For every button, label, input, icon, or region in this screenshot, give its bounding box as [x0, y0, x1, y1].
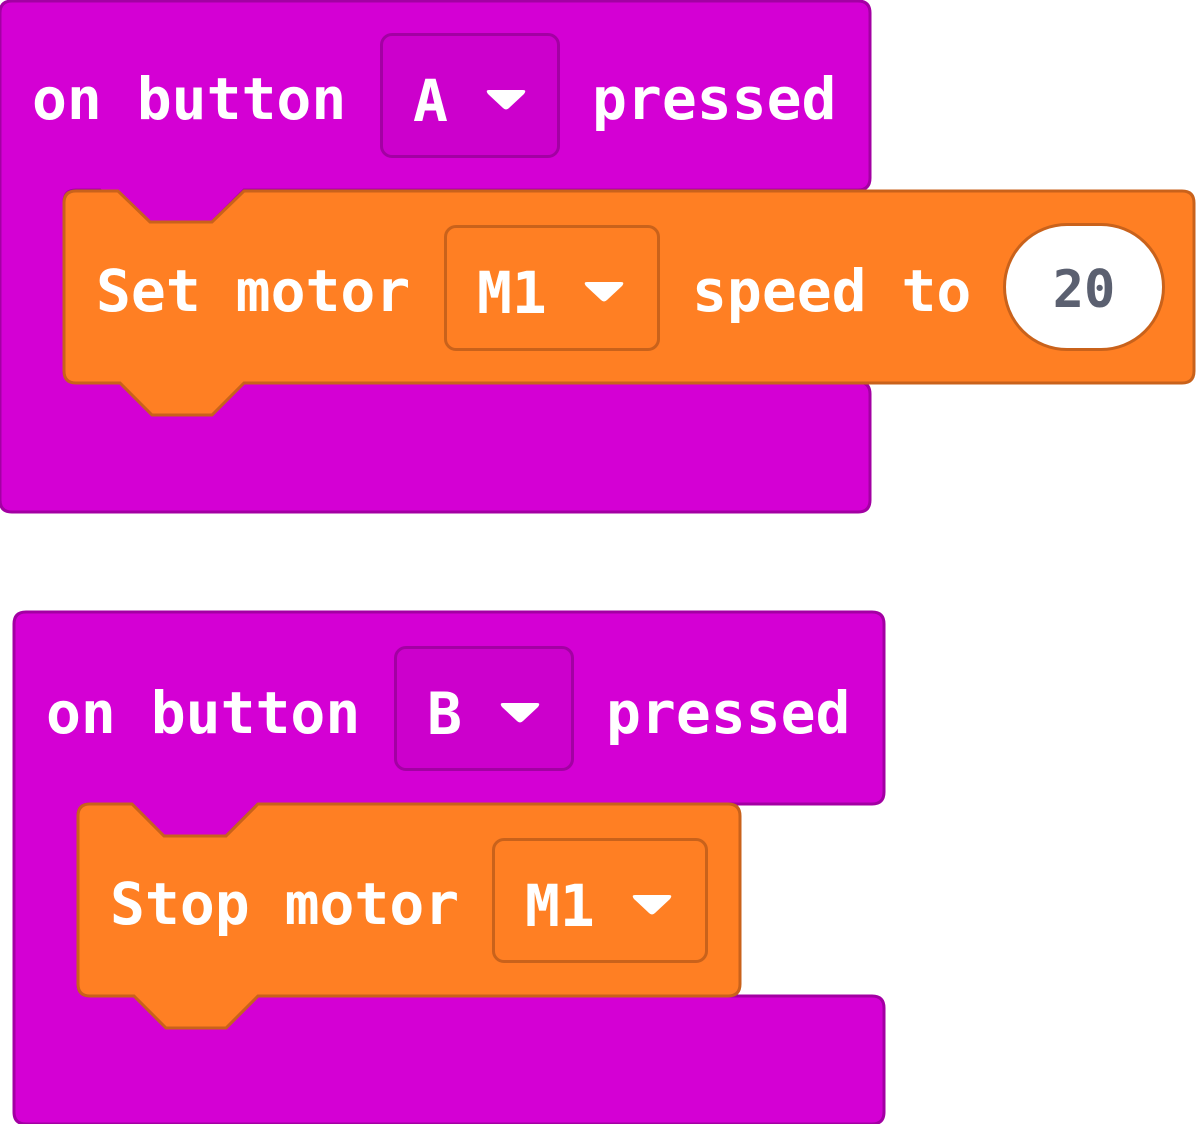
motor-dropdown-value: M1	[525, 872, 595, 940]
button-dropdown[interactable]: B	[394, 646, 574, 771]
button-dropdown-value: A	[413, 67, 448, 135]
button-dropdown-value: B	[427, 680, 462, 748]
speed-input-value: 20	[1052, 260, 1116, 320]
chevron-down-icon	[584, 282, 624, 302]
chevron-down-icon	[486, 90, 526, 110]
chevron-down-icon	[500, 703, 540, 723]
motor-dropdown-value: M1	[477, 259, 547, 327]
stop-motor-label: Stop motor	[110, 870, 460, 938]
button-dropdown[interactable]: A	[380, 33, 560, 158]
speed-to-label: speed to	[692, 257, 972, 325]
set-motor-label: Set motor	[96, 257, 411, 325]
speed-input[interactable]: 20	[1003, 223, 1165, 351]
event-label-prefix: on button	[46, 679, 361, 747]
event-label-suffix: pressed	[606, 679, 851, 747]
motor-dropdown[interactable]: M1	[444, 225, 660, 351]
event-label-suffix: pressed	[592, 65, 837, 133]
event-label-prefix: on button	[32, 65, 347, 133]
chevron-down-icon	[632, 895, 672, 915]
motor-dropdown[interactable]: M1	[492, 838, 708, 963]
